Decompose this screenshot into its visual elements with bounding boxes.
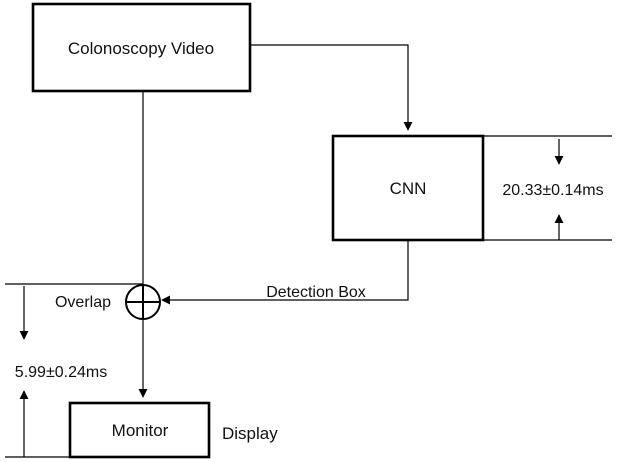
monitor-label: Monitor (112, 421, 169, 440)
monitor-box (68, 401, 211, 459)
colonoscopy-video-node: Colonoscopy Video (31, 2, 252, 93)
colonoscopy-video-box (31, 2, 252, 93)
colonoscopy-video-label: Colonoscopy Video (68, 39, 214, 58)
display-label: Display (222, 424, 278, 443)
cnn-timing-dimension: 20.33±0.14ms (483, 135, 612, 241)
cnn-timing-label: 20.33±0.14ms (502, 182, 603, 199)
monitor-node: Monitor (68, 401, 211, 459)
overlap-symbol (125, 284, 161, 320)
cnn-label: CNN (390, 179, 427, 198)
cnn-node: CNN (331, 134, 485, 242)
cnn-box (331, 134, 485, 242)
overlay-timing-dimension: 5.99±0.24ms (5, 283, 143, 458)
overlay-timing-label: 5.99±0.24ms (15, 364, 107, 381)
overlap-label: Overlap (55, 294, 111, 311)
video-to-cnn-connector (250, 44, 413, 131)
cnn-to-overlap-connector (161, 240, 409, 305)
detection-box-label: Detection Box (266, 284, 366, 301)
